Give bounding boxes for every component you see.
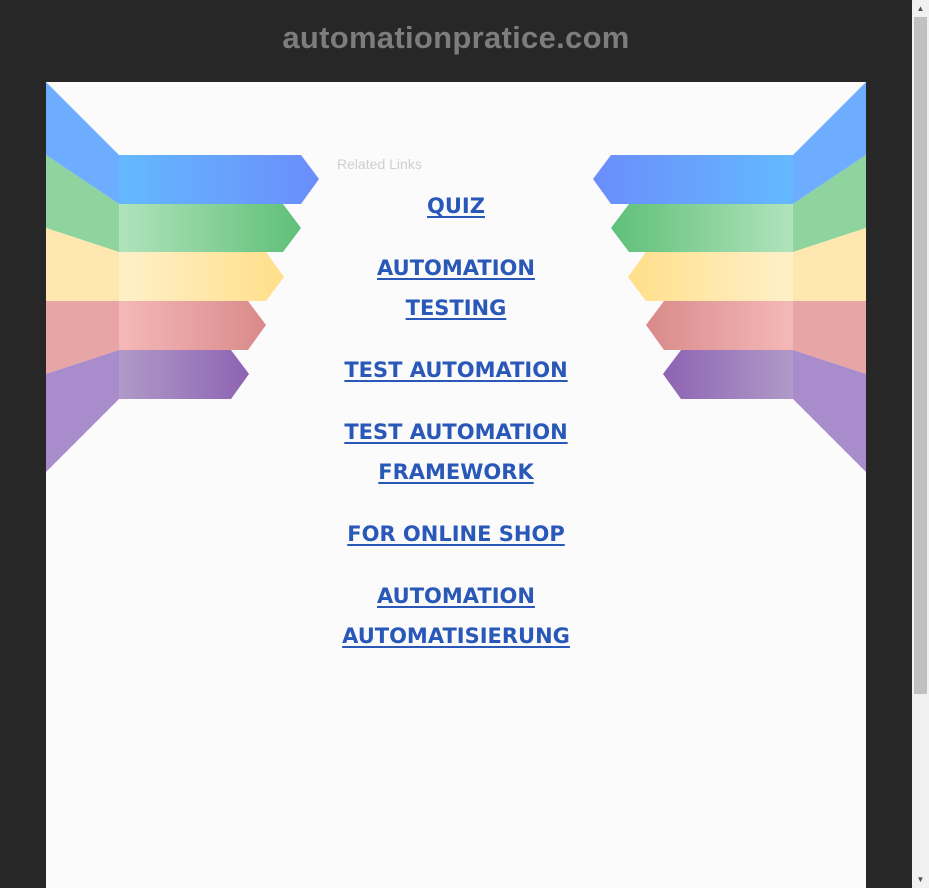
site-header: automationpratice.com — [0, 0, 912, 82]
link-test-automation[interactable]: TEST AUTOMATION — [344, 358, 568, 382]
scroll-up-icon[interactable]: ▲ — [916, 4, 925, 13]
related-links-list: QUIZ AUTOMATION TESTING TEST AUTOMATION … — [256, 186, 656, 678]
link-quiz[interactable]: QUIZ — [427, 194, 485, 218]
scroll-down-icon[interactable]: ▼ — [916, 875, 925, 884]
link-automation-automatisierung[interactable]: AUTOMATION AUTOMATISIERUNG — [342, 584, 570, 648]
link-test-automation-framework[interactable]: TEST AUTOMATION FRAMEWORK — [344, 420, 568, 484]
link-automation-testing[interactable]: AUTOMATION TESTING — [377, 256, 535, 320]
link-for-online-shop[interactable]: FOR ONLINE SHOP — [347, 522, 565, 546]
related-links-heading: Related Links — [337, 156, 422, 172]
vertical-scrollbar[interactable]: ▲ ▼ — [912, 0, 929, 888]
site-title: automationpratice.com — [282, 20, 630, 55]
content-panel: Related Links QUIZ AUTOMATION TESTING TE… — [46, 82, 866, 888]
ribbon-decoration — [46, 82, 866, 472]
scrollbar-thumb[interactable] — [914, 17, 927, 694]
